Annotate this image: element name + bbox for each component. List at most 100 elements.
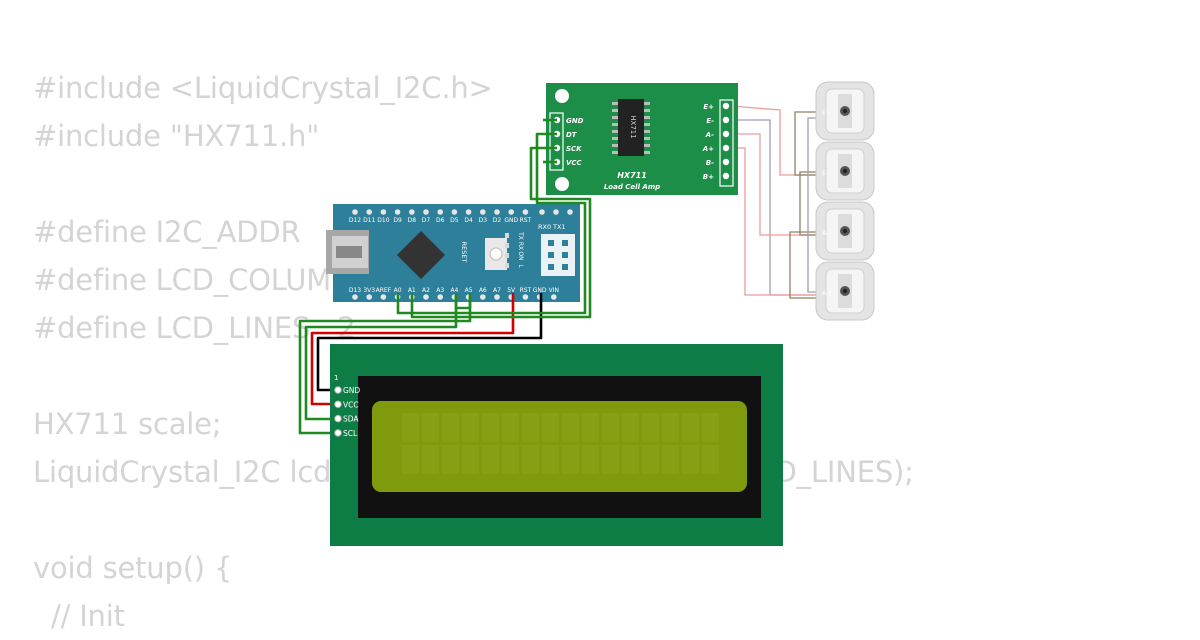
lcd-pin-label: GND: [343, 386, 360, 395]
lcd-pin-vcc[interactable]: [334, 400, 342, 408]
load-cell-label: E-: [822, 169, 829, 177]
load-cell-label: E+: [822, 109, 832, 117]
nano-pin[interactable]: [423, 294, 429, 300]
hx711-pin-label: VCC: [566, 159, 583, 167]
wire-a-minus: [731, 133, 818, 236]
wire-cell-link-3: [789, 231, 818, 299]
wire-cell-link-4: [807, 117, 818, 293]
code-line: // Init: [33, 599, 125, 633]
nano-pin-label: D12: [349, 217, 361, 224]
hx711-pin-bplus[interactable]: [722, 172, 730, 180]
hx711-pin-label: A+: [702, 145, 714, 153]
nano-pin[interactable]: [522, 209, 529, 215]
nano-pin-label: D9: [393, 217, 402, 224]
wire-a0-dt: [396, 132, 587, 315]
nano-pin[interactable]: [380, 209, 387, 215]
code-line: #define LCD_LINES 2: [33, 311, 356, 345]
nano-pin[interactable]: [522, 294, 529, 300]
lcd-pin-label: SCL: [343, 429, 358, 438]
load-cell-label: A-: [822, 229, 829, 237]
connection-wires: [298, 118, 592, 435]
tx-label: TX1: [552, 223, 566, 231]
hx711-chip-label: HX711: [629, 115, 637, 138]
hx711-pin-aplus[interactable]: [722, 144, 730, 152]
nano-pin[interactable]: [352, 294, 358, 300]
nano-pin[interactable]: [480, 294, 486, 300]
nano-pin[interactable]: [394, 209, 401, 215]
wire-e-minus: [731, 119, 818, 296]
nano-pin[interactable]: [465, 209, 472, 215]
hx711-pin-eminus[interactable]: [722, 116, 730, 124]
led-label: RX: [517, 242, 524, 250]
code-line: HX711 scale;: [33, 407, 222, 441]
load-cell-wires: [730, 105, 818, 299]
nano-pin[interactable]: [451, 209, 458, 215]
code-line: void setup() {: [33, 551, 233, 585]
nano-pin[interactable]: [551, 294, 557, 300]
hx711-pin-label: DT: [566, 131, 578, 139]
wire-cell-link-1: [794, 111, 818, 176]
wire-cell-link-2: [799, 171, 818, 236]
load-cell[interactable]: E+: [815, 81, 875, 141]
reset-label: RESET: [460, 242, 468, 263]
wire-5v-lcd: [310, 293, 515, 406]
hx711-pin-label: B-: [706, 159, 714, 167]
lcd-pin-gnd[interactable]: [334, 386, 342, 394]
wire-e-plus: [730, 105, 818, 176]
nano-pin[interactable]: [366, 209, 373, 215]
nano-pin[interactable]: [409, 209, 415, 215]
nano-pin-label: A1: [408, 287, 416, 294]
nano-pin-label: D13: [349, 287, 361, 294]
load-cell[interactable]: E-: [815, 141, 875, 201]
wire-link-a4a5: [454, 293, 472, 310]
nano-pin[interactable]: [494, 294, 500, 300]
hx711-pin-label: E+: [703, 103, 714, 111]
load-cell[interactable]: A+: [815, 261, 875, 321]
nano-pin-label: D7: [422, 217, 431, 224]
nano-pin[interactable]: [352, 209, 358, 215]
nano-pin[interactable]: [508, 209, 514, 215]
nano-pin-label: D8: [408, 217, 417, 224]
nano-pin-label: A2: [422, 287, 430, 294]
nano-pin-label: A5: [465, 287, 473, 294]
lcd-pin-label: SDA: [343, 415, 359, 424]
nano-pin[interactable]: [437, 209, 444, 215]
hx711-pin-label: GND: [566, 117, 584, 125]
nano-pin[interactable]: [437, 294, 444, 300]
nano-pin-label: D11: [363, 217, 375, 224]
led-label: TX: [517, 231, 524, 240]
hx711-pin-bminus[interactable]: [722, 158, 730, 166]
load-cell[interactable]: A-: [815, 201, 875, 261]
nano-pin[interactable]: [366, 294, 373, 300]
nano-pin[interactable]: [380, 294, 387, 300]
nano-pin-label: RST: [520, 217, 532, 224]
nano-pin-label: A3: [436, 287, 444, 294]
nano-pin-label: D10: [377, 217, 389, 224]
hx711-pin-label: SCK: [566, 145, 582, 153]
nano-pin-label: D2: [493, 217, 502, 224]
hx711-pin-label: B+: [703, 173, 714, 181]
lcd-pin-sda[interactable]: [334, 414, 342, 423]
wire-scl-lcd: [298, 293, 472, 435]
nano-pin-label: RST: [520, 287, 532, 294]
nano-pin[interactable]: [494, 209, 500, 215]
hx711-pin-eplus[interactable]: [722, 102, 730, 110]
hx711-pin-label: E-: [706, 117, 714, 125]
hx711-left-header: GND DT SCK VCC: [553, 116, 584, 167]
lcd-pin-scl[interactable]: [334, 429, 342, 437]
led-label: L: [517, 264, 524, 268]
nano-pin-label: D5: [450, 217, 459, 224]
nano-pin[interactable]: [480, 209, 486, 215]
load-cell-label: A+: [822, 289, 832, 297]
nano-pin[interactable]: [423, 209, 429, 215]
hx711-title: HX711: [617, 171, 647, 180]
hx711-pin-aminus[interactable]: [722, 130, 730, 138]
nano-pin-label: AREF: [376, 287, 392, 294]
load-cells: E+ E- A- A+: [815, 81, 875, 321]
